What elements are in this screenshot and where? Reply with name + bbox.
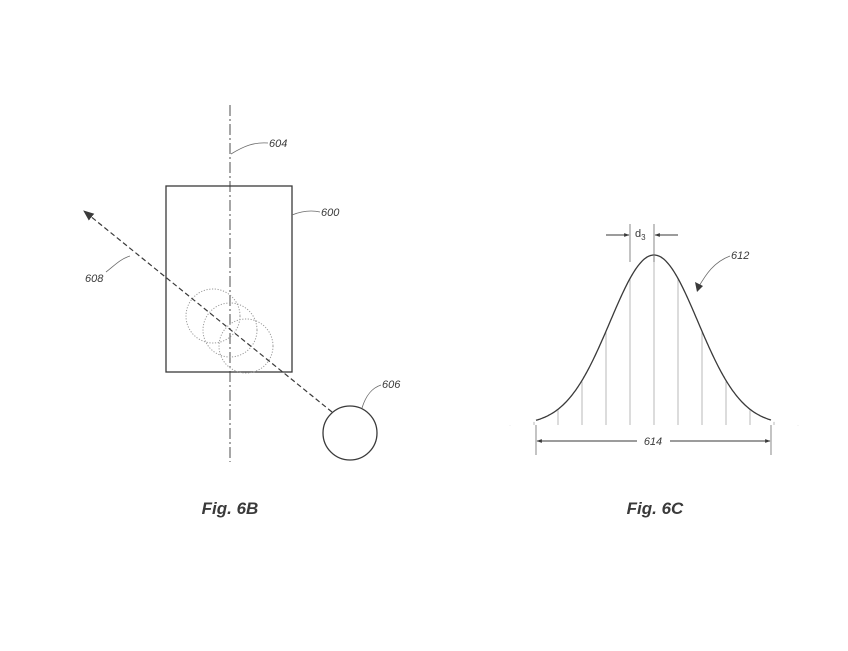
caption-fig-6b: Fig. 6B [202, 499, 259, 518]
leader-608 [105, 255, 131, 273]
sampling-lines [509, 256, 799, 426]
ghost-circle-1 [185, 288, 241, 344]
leader-604 [230, 142, 269, 155]
ghost-circle-2 [202, 302, 258, 358]
label-606: 606 [382, 379, 401, 391]
leader-606 [361, 384, 382, 409]
label-604: 604 [269, 138, 287, 150]
leader-612-arrowhead [695, 282, 703, 292]
ball-606 [322, 405, 378, 461]
label-d3-subscript: 3 [641, 233, 646, 242]
label-600: 600 [321, 207, 340, 219]
caption-fig-6c: Fig. 6C [627, 499, 684, 518]
trajectory-608 [83, 210, 333, 413]
figure-6c: 614 d3 612 Fig. 6C [509, 224, 799, 518]
ghost-circle-3 [218, 318, 274, 374]
rectangle-600 [165, 185, 293, 373]
label-614: 614 [644, 436, 662, 448]
label-d3-base: d [635, 228, 641, 240]
leader-612 [697, 255, 731, 289]
figure-6b: 604 600 606 608 Fig. 6B [83, 105, 401, 518]
label-d3: d3 [635, 228, 646, 242]
leader-600 [291, 210, 321, 216]
label-608: 608 [85, 273, 104, 285]
bell-curve-612 [535, 254, 772, 421]
label-612: 612 [731, 250, 749, 262]
